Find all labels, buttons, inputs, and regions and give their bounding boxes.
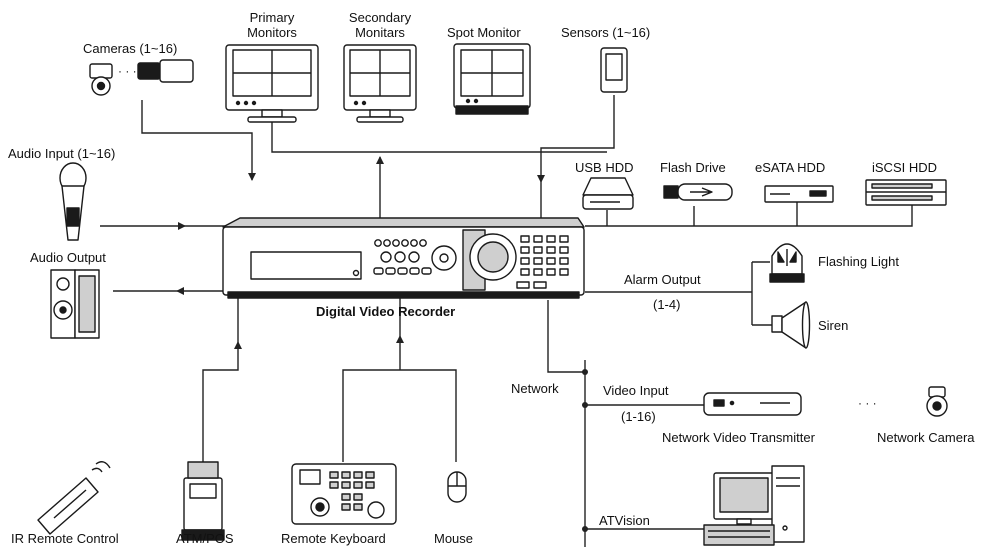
camera-wire: [141, 100, 256, 181]
cameras-label: Cameras (1~16): [83, 41, 178, 56]
dvr-label: Digital Video Recorder: [316, 304, 456, 319]
atm-pos-label: ATM/POS: [176, 531, 234, 546]
network-label: Network: [511, 381, 559, 396]
remote-keyboard-icon: [291, 463, 397, 525]
audio-input-label: Audio Input (1~16): [8, 146, 116, 161]
usb-hdd-icon: [582, 177, 634, 210]
camera-ellipsis: · · ·: [118, 64, 137, 78]
alarm-count-label: (1-4): [653, 297, 681, 312]
primary-monitor-icon: [225, 44, 319, 123]
usb-hdd-label: USB HDD: [575, 160, 634, 175]
siren-label: Siren: [818, 318, 849, 333]
flash-drive-label: Flash Drive: [660, 160, 726, 175]
spot-monitor-icon: [453, 43, 531, 115]
esata-hdd-label: eSATA HDD: [755, 160, 826, 175]
transmitter-ellipsis: · · ·: [858, 396, 877, 410]
secondary-monitors-label: Secondary Monitars: [348, 10, 412, 40]
primary-monitor-wire: [271, 122, 607, 153]
mouse-label: Mouse: [434, 531, 474, 546]
ir-remote-icon: [37, 461, 111, 535]
speaker-icon: [50, 269, 100, 339]
network-camera-icon: [926, 386, 948, 417]
flashing-light-label: Flashing Light: [818, 254, 899, 269]
network-video-transmitter-icon: [703, 392, 802, 416]
dvr-keypad: [516, 235, 569, 289]
flash-drive-icon: [663, 183, 733, 201]
iscsi-hdd-label: iSCSI HDD: [872, 160, 938, 175]
video-input-label: Video Input: [603, 383, 669, 398]
alarm-output-label: Alarm Output: [624, 272, 701, 287]
remote-keyboard-label: Remote Keyboard: [281, 531, 386, 546]
computer-icon: [703, 465, 805, 546]
video-input-count-label: (1-16): [621, 409, 656, 424]
mouse-icon: [447, 471, 467, 503]
network-video-transmitter-label: Network Video Transmitter: [662, 430, 815, 445]
camera-icon: [89, 59, 194, 96]
network-junction: [582, 369, 588, 375]
esata-hdd-icon: [764, 185, 834, 203]
siren-icon: [771, 301, 811, 349]
sensor-wire: [537, 95, 615, 183]
microphone-icon: [59, 162, 87, 241]
network-camera-label: Network Camera: [877, 430, 975, 445]
atm-pos-icon: [181, 461, 225, 541]
dvr-button-cluster: [373, 239, 457, 275]
atvision-junction: [582, 526, 588, 532]
ir-remote-control-label: IR Remote Control: [11, 531, 119, 546]
dvr-icon: [222, 217, 585, 299]
atvision-label: ATVision: [599, 513, 650, 528]
audio-output-label: Audio Output: [30, 250, 106, 265]
video-input-junction: [582, 402, 588, 408]
secondary-monitor-icon: [343, 44, 417, 123]
sensor-icon: [600, 47, 628, 93]
spot-monitor-label: Spot Monitor: [447, 25, 521, 40]
primary-monitors-label: Primary Monitors: [247, 10, 297, 40]
flashing-light-icon: [769, 243, 805, 283]
sensors-label: Sensors (1~16): [561, 25, 651, 40]
iscsi-hdd-icon: [865, 179, 947, 206]
network-wire: [547, 300, 585, 373]
atm-wire: [202, 341, 242, 462]
